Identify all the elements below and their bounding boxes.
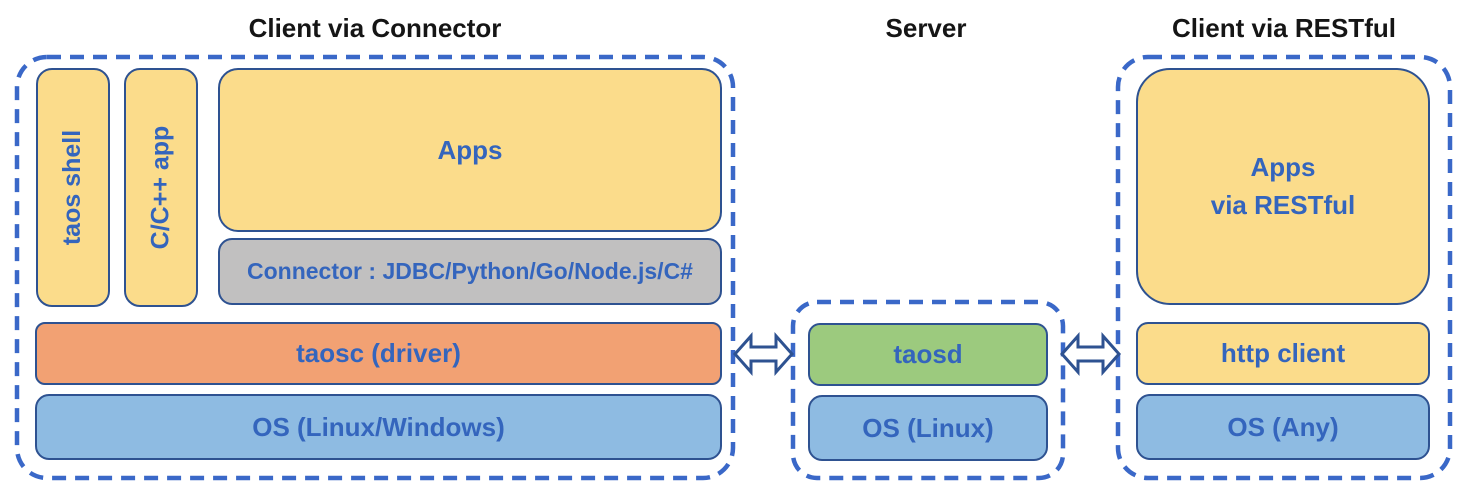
- http-client-box: http client: [1136, 322, 1430, 385]
- taosd-label: taosd: [893, 339, 963, 369]
- restful-section-title: Client via RESTful: [1172, 13, 1396, 43]
- server-section-dashed-boundary: [790, 299, 1066, 481]
- taos-shell-label: taos shell: [58, 129, 87, 246]
- double-arrow-icon: [1059, 332, 1122, 376]
- os-linux-windows-box: OS (Linux/Windows): [35, 394, 722, 460]
- connector-section-title: Client via Connector: [248, 13, 502, 43]
- restful-section-dashed-boundary: [1115, 54, 1453, 481]
- os-any-label: OS (Any): [1227, 411, 1339, 442]
- apps-label: Apps: [437, 134, 503, 165]
- taosc-driver-label: taosc (driver): [296, 338, 461, 368]
- os-linux-label: OS (Linux): [862, 412, 994, 443]
- os-linux-windows-label: OS (Linux/Windows): [252, 411, 505, 442]
- connector-section-dashed-boundary: [14, 54, 736, 481]
- cpp-app-box: C/C++ app: [124, 68, 198, 307]
- os-any-box: OS (Any): [1136, 394, 1430, 460]
- taos-shell-box: taos shell: [36, 68, 110, 307]
- double-arrow-icon: [732, 332, 795, 376]
- apps-box: Apps: [218, 68, 722, 232]
- connector-bar-box: Connector : JDBC/Python/Go/Node.js/C#: [218, 238, 722, 305]
- os-linux-box: OS (Linux): [808, 395, 1048, 461]
- apps-via-restful-box: Apps via RESTful: [1136, 68, 1430, 305]
- http-client-label: http client: [1220, 338, 1346, 368]
- cpp-app-label: C/C++ app: [146, 125, 175, 250]
- taosc-driver-box: taosc (driver): [35, 322, 722, 385]
- apps-via-restful-label: Apps via RESTful: [1210, 151, 1356, 220]
- connector-bar-label: Connector : JDBC/Python/Go/Node.js/C#: [247, 258, 693, 284]
- taosd-box: taosd: [808, 323, 1048, 386]
- server-section-title: Server: [885, 13, 967, 43]
